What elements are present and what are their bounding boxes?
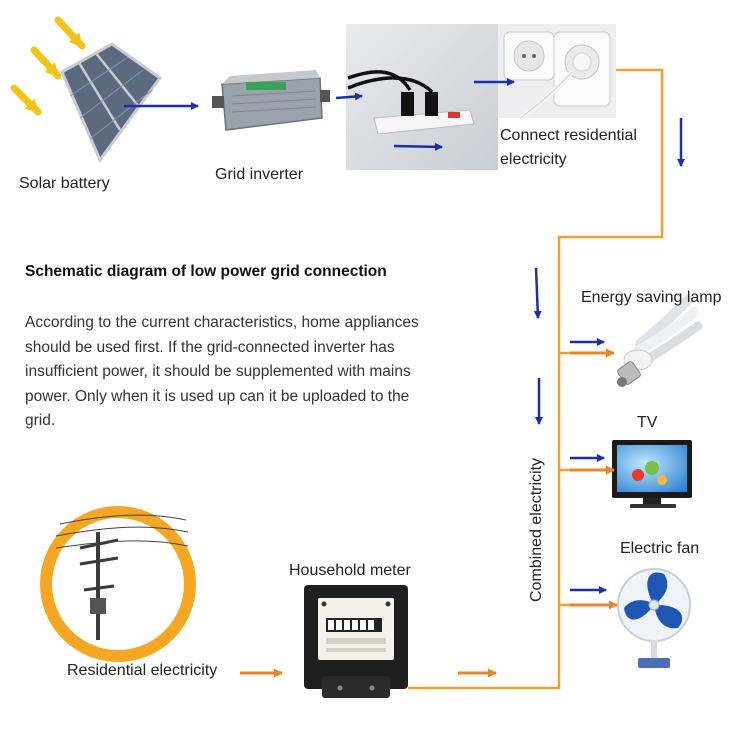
solar-panel-icon: [60, 42, 163, 164]
description-line: According to the current characteristics…: [25, 314, 419, 331]
electric-meter-icon: [304, 585, 408, 698]
current-arrows: [240, 348, 618, 678]
electric-fan-icon: [617, 568, 691, 668]
tv-icon: [612, 440, 692, 508]
combined-electricity-label: Combined electricity: [528, 457, 545, 602]
description-line: grid.: [25, 412, 56, 429]
lightbulb-icon: [617, 295, 703, 387]
connect-residential-line-2: electricity: [500, 151, 567, 168]
grid-inverter-label: Grid inverter: [215, 166, 304, 183]
utility-pole-icon: [40, 506, 196, 662]
connect-residential-line-1: Connect residential: [500, 127, 637, 144]
flow-arrows: [124, 78, 685, 594]
energy-saving-lamp-label: Energy saving lamp: [581, 289, 722, 306]
description-line: power. Only when it is used up can it be…: [25, 387, 410, 405]
connect-residential-label: Connect residential electricity: [500, 124, 637, 172]
household-meter-label: Household meter: [289, 562, 411, 579]
description-line: should be used first. If the grid-connec…: [25, 338, 395, 356]
description-line: insufficient power, it should be supplem…: [25, 363, 411, 380]
description-paragraph: According to the current characteristics…: [25, 311, 419, 434]
wall-socket-icon: [498, 24, 616, 121]
electric-fan-label: Electric fan: [620, 540, 700, 557]
diagram-title: Schematic diagram of low power grid conn…: [25, 263, 387, 280]
main-wire: [408, 68, 664, 690]
power-strip-photo: [346, 24, 498, 170]
solar-battery-label: Solar battery: [19, 175, 110, 192]
residential-electricity-label: Residential electricity: [67, 662, 218, 679]
inverter-icon: [212, 70, 330, 131]
sun-rays: [10, 16, 86, 116]
tv-label: TV: [637, 414, 658, 431]
